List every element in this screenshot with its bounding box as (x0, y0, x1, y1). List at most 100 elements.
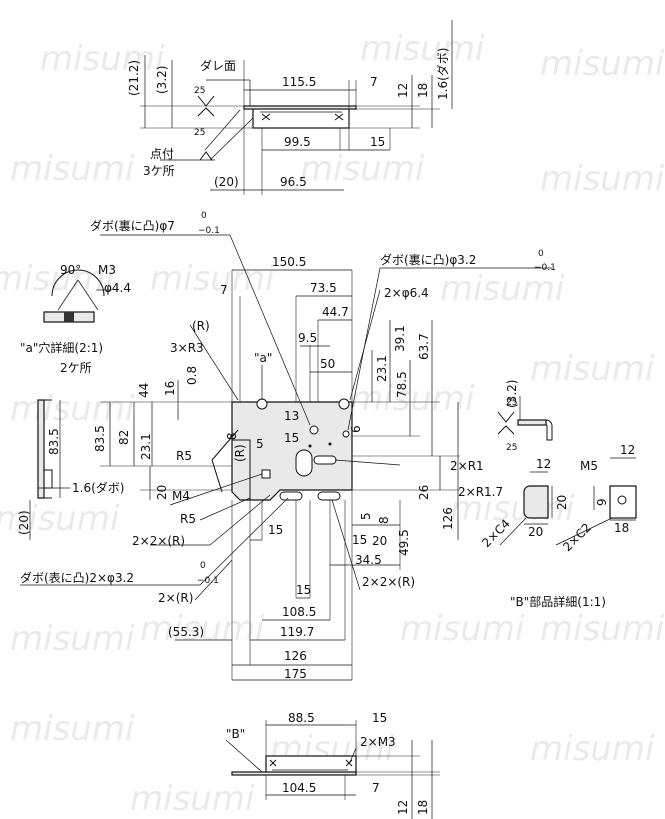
callout-dabo-back-7: ダボ(裏に凸)φ7 (90, 218, 175, 233)
hole-detail-title: "a"穴詳細(2:1) (20, 340, 103, 355)
dim-0-8: 0.8 (185, 366, 199, 385)
top-plate (243, 105, 357, 110)
bottom-marks (269, 759, 353, 767)
callout-2xr: 2×(R) (158, 591, 193, 605)
hole-thread: M3 (98, 263, 116, 277)
b-label-m5: M5 (580, 459, 598, 473)
watermark: misumi (10, 149, 135, 189)
bottom-dim-12: 12 (396, 800, 410, 815)
b-rough-25-a: 25 (506, 398, 517, 408)
dim-16: 16 (163, 381, 177, 396)
b-rough-25-b: 25 (506, 443, 517, 453)
slot-right (313, 455, 337, 465)
hole-m4 (261, 469, 271, 479)
dim-82: 82 (117, 430, 131, 445)
dim-26: 26 (417, 485, 431, 500)
dim-20-paren: (20) (214, 175, 239, 189)
watermark: misumi (540, 159, 665, 199)
chamfer-line (57, 279, 79, 311)
slot-center (295, 449, 313, 477)
dim-5-left: 5 (256, 437, 264, 451)
dim-115-5: 115.5 (282, 75, 316, 89)
dim-12: 12 (396, 83, 410, 98)
watermark: misumi (440, 269, 565, 309)
leader-line (225, 739, 263, 773)
dim-7-main: 7 (220, 283, 228, 297)
leader-line (209, 494, 271, 546)
dim-18: 18 (416, 83, 430, 98)
b-m5-hole (617, 495, 627, 505)
dim-1-6-dabo: 1.6(ダボ) (435, 48, 450, 100)
weld-symbol (199, 151, 213, 161)
hole-angle: 90° (60, 263, 81, 277)
callout-2x2xr-left: 2×2×(R) (132, 534, 185, 548)
dim-49-5: 49.5 (397, 529, 411, 556)
tol-hi: 0 (201, 211, 207, 221)
callout-dabo-back-3-2: ダボ(裏に凸)φ3.2 (380, 252, 476, 267)
hole-dabo-3-2 (342, 430, 350, 438)
tol-hi: 0 (538, 249, 544, 259)
dim-8-left: 8 (225, 432, 239, 440)
watermark: misumi (530, 729, 655, 769)
b-roughness-symbol (497, 411, 515, 435)
label-b: "B" (226, 727, 245, 741)
label-a: "a" (254, 351, 272, 365)
weld-label-spot: 点付 (150, 147, 174, 161)
dim-15-inner: 15 (284, 431, 299, 445)
weld-leader (209, 117, 254, 161)
chamfer-edge (211, 429, 239, 461)
bottom-plate (231, 771, 357, 776)
b-side-bend (545, 419, 553, 441)
watermark: misumi (300, 149, 425, 189)
dim-15-lower: 15 (296, 583, 311, 597)
hole-diameter: φ4.4 (104, 281, 131, 295)
marker (328, 442, 332, 446)
dim-78-5: 78.5 (395, 371, 409, 398)
bottom-dim-18: 18 (416, 800, 430, 815)
dim-44-7: 44.7 (322, 305, 349, 319)
dim-5-right: 5 (359, 512, 373, 520)
tol-lo: −0.1 (198, 226, 220, 236)
side-plate (37, 399, 45, 499)
leader-line (349, 747, 357, 763)
watermark: misumi (400, 609, 525, 649)
b-dim-20-vert: 20 (555, 495, 569, 510)
dim-15-right: 15 (352, 533, 367, 547)
bottom-dim-104-5: 104.5 (282, 781, 316, 795)
b-front-part (523, 485, 549, 519)
angle-arc (51, 269, 105, 297)
b-dim-12-plan: 12 (620, 443, 635, 457)
leader-line (194, 559, 233, 601)
callout-dabo-front: ダボ(表に凸)2×φ3.2 (20, 570, 134, 585)
dim-126: 126 (284, 649, 307, 663)
b-dim-12-front: 12 (536, 457, 551, 471)
hole-detail: 90° M3 φ4.4 "a"穴詳細(2:1) 2ケ所 (20, 263, 131, 375)
watermark: misumi (0, 499, 120, 539)
leader-line (169, 473, 263, 506)
hole-a-left (256, 398, 268, 410)
leader-line (199, 497, 251, 521)
bottom-dim-15: 15 (372, 711, 387, 725)
dim-23-1: 23.1 (139, 433, 153, 460)
leader-line (199, 497, 289, 586)
dim-r-paren: (R) (192, 319, 210, 333)
tol-lo: −0.1 (197, 576, 219, 586)
detail-b-title: "B"部品詳細(1:1) (510, 594, 606, 609)
tol-hi: 0 (200, 561, 206, 571)
watermarks: misumi misumi misumi misumi misumi misum… (0, 29, 665, 819)
main-view: ダボ(裏に凸)φ7 0 −0.1 ダボ(裏に凸)φ3.2 0 −0.1 150.… (20, 211, 556, 681)
dim-r5-lower: R5 (180, 512, 196, 526)
dim-8-right: 8 (377, 516, 391, 524)
leader-line (331, 499, 361, 591)
leader-line (189, 324, 239, 401)
watermark: misumi (360, 29, 485, 69)
weld-label-count: 3ケ所 (143, 164, 175, 178)
dim-15-bottom: 15 (268, 523, 283, 537)
leader-line (229, 234, 311, 426)
b-dim-20: 20 (528, 525, 543, 539)
detail-b: (3.2) 25 25 12 12 M5 2×R1.7 20 9 20 18 2… (458, 380, 637, 609)
bottom-dim-7: 7 (372, 781, 380, 795)
dim-23-1-right: 23.1 (375, 355, 389, 382)
dim-150-5: 150.5 (272, 255, 306, 269)
b-side-plate (517, 419, 547, 426)
